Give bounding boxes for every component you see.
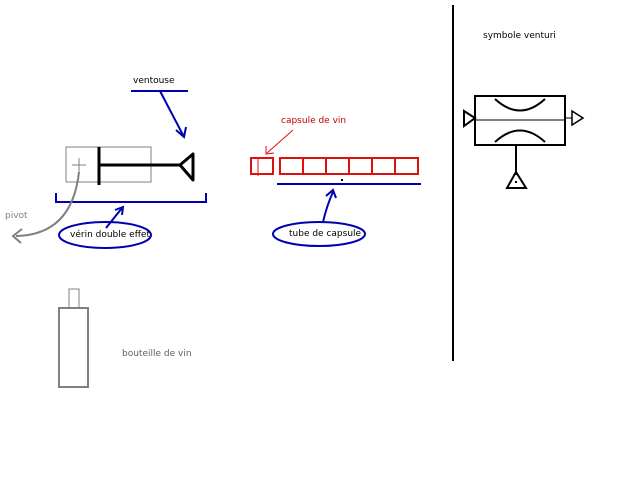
bottle-body (58, 307, 89, 388)
tube-dot (341, 179, 343, 181)
verin-label-ellipse (58, 221, 152, 249)
single-capsule (250, 157, 274, 175)
venturi-outlet-triangle (571, 109, 585, 127)
verin-double-effet (65, 146, 180, 185)
label-bouteille-de-vin: bouteille de vin (122, 349, 192, 359)
capsule-pointer (265, 129, 294, 155)
label-ventouse: ventouse (133, 76, 175, 86)
bouteille (58, 288, 89, 388)
label-verin-double-effet: vérin double effet (70, 230, 150, 240)
venturi-symbol (463, 95, 585, 189)
label-pivot: pivot (5, 211, 28, 221)
pivot-arrow (11, 171, 80, 244)
venturi-vacuum-triangle (505, 170, 528, 189)
label-tube-de-capsule: tube de capsule (289, 229, 362, 239)
tube-label-ellipse (272, 221, 366, 247)
verin-bracket (55, 193, 207, 203)
ventouse-pointer (131, 90, 188, 139)
tube-pointer (322, 188, 337, 223)
bottle-neck (68, 288, 80, 309)
ventouse-cup (178, 152, 195, 182)
capsules (250, 157, 419, 176)
label-capsule-de-vin: capsule de vin (281, 116, 347, 126)
verin-pointer (105, 205, 125, 229)
venturi-inlet-triangle (463, 109, 477, 128)
label-symbole-venturi: symbole venturi (483, 31, 556, 41)
